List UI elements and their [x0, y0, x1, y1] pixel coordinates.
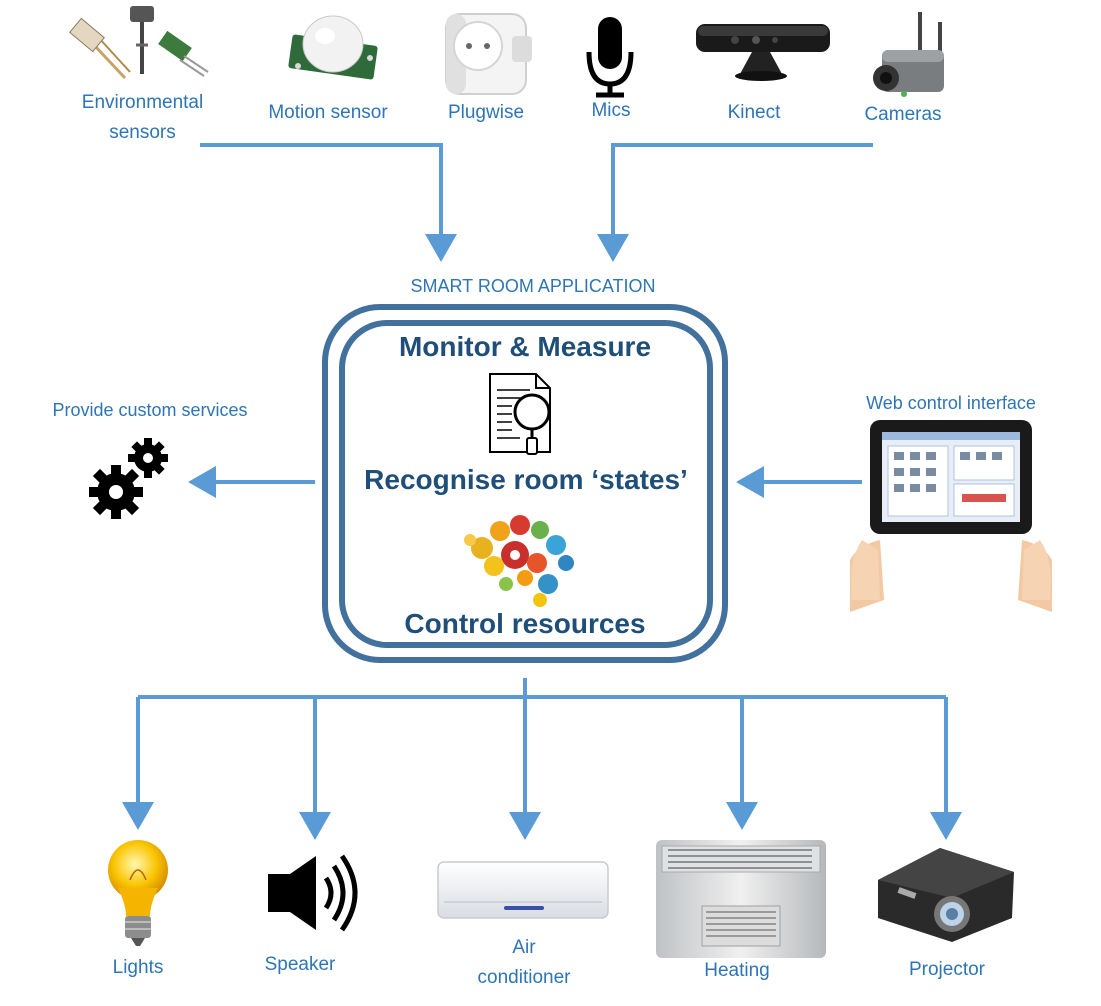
control-resources-heading: Control resources — [404, 608, 646, 639]
smart-room-application-label: SMART ROOM APPLICATION — [410, 276, 656, 296]
light-bulb-icon — [108, 840, 168, 946]
speaker-label: Speaker — [264, 954, 336, 975]
mics-label: Mics — [591, 100, 631, 121]
monitor-measure-heading: Monitor & Measure — [398, 331, 652, 362]
gears-icon — [89, 438, 168, 519]
environmental-sensors-label: Environmental sensors — [81, 92, 204, 143]
projector-icon — [878, 848, 1014, 942]
document-magnifier-icon — [489, 373, 551, 455]
cameras-label: Cameras — [864, 104, 942, 125]
heating-label: Heating — [704, 960, 770, 981]
input-arrow-right — [597, 143, 873, 262]
plugwise-icon — [445, 13, 532, 95]
custom-services-label: Provide custom services — [52, 400, 248, 420]
tablet-icon — [850, 420, 1052, 612]
heater-icon — [656, 840, 826, 958]
plugwise-label: Plugwise — [447, 102, 525, 123]
speaker-icon — [268, 854, 358, 932]
kinect-label: Kinect — [727, 102, 781, 123]
core-frame-outer — [322, 304, 728, 663]
air-conditioner-icon — [437, 861, 609, 919]
lights-label: Lights — [112, 957, 164, 978]
brain-gears-icon — [464, 515, 574, 607]
camera-icon — [873, 12, 944, 97]
air-conditioner-label: Air conditioner — [477, 937, 571, 988]
recognise-states-heading: Recognise room ‘states’ — [364, 464, 688, 495]
motion-sensor-icon — [288, 15, 378, 80]
motion-sensor-label: Motion sensor — [268, 102, 388, 123]
projector-label: Projector — [908, 959, 986, 980]
mic-icon — [586, 17, 634, 98]
core-frame-inner — [339, 320, 713, 648]
environmental-sensors-icon — [69, 6, 209, 80]
kinect-icon — [696, 24, 830, 81]
web-control-label: Web control interface — [866, 393, 1036, 413]
input-arrow-left — [200, 143, 457, 262]
